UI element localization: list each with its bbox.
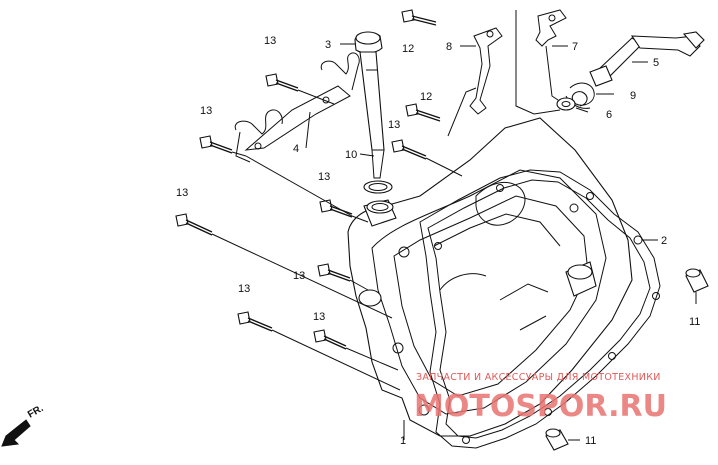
callout-6: 6 <box>606 109 612 121</box>
o-ring <box>363 180 393 194</box>
oil-dipstick <box>354 31 385 179</box>
wire-clamp <box>234 52 360 163</box>
stopper-plate <box>469 27 503 115</box>
front-direction-arrow: FR. <box>1 403 46 447</box>
callout-12-top: 12 <box>402 43 414 55</box>
callout-13-midlow: 13 <box>293 270 305 282</box>
callout-10: 10 <box>345 149 357 161</box>
crankcase-cover <box>347 117 633 437</box>
watermark-tagline: ЗАПЧАСТИ И АКСЕССУАРЫ ДЛЯ МОТОТЕХНИКИ <box>416 372 661 383</box>
callout-8: 8 <box>446 41 452 53</box>
callout-9: 9 <box>630 90 636 102</box>
callout-13-top: 13 <box>264 35 276 47</box>
callout-3: 3 <box>325 39 331 51</box>
callout-5: 5 <box>653 57 659 69</box>
callout-13-mid: 13 <box>318 171 330 183</box>
callout-13-lowleft: 13 <box>238 283 250 295</box>
callout-1: 1 <box>400 435 406 447</box>
watermark: ЗАПЧАСТИ И АКСЕССУАРЫ ДЛЯ МОТОТЕХНИКИ MO… <box>414 372 667 424</box>
callout-labels: 1 2 3 4 5 6 7 8 9 10 11 11 12 12 13 13 1… <box>176 35 700 447</box>
callout-11-right: 11 <box>689 316 700 328</box>
callout-4: 4 <box>293 143 299 155</box>
front-direction-label: FR. <box>26 403 46 421</box>
callout-13-left: 13 <box>200 105 212 117</box>
gasket <box>419 169 661 449</box>
bolt <box>175 9 441 350</box>
callout-11-bottom: 11 <box>585 435 596 447</box>
callout-7: 7 <box>572 41 578 53</box>
callout-13-center: 13 <box>388 119 400 131</box>
shift-lever <box>589 31 705 87</box>
callout-2: 2 <box>661 235 667 247</box>
dowel-pin <box>545 268 709 451</box>
watermark-site: MOTOSPOR.RU <box>414 389 667 424</box>
callout-13-long: 13 <box>176 187 188 199</box>
callout-12-lower: 12 <box>420 91 432 103</box>
spring-collar <box>556 97 576 111</box>
stopper-arm <box>535 9 567 101</box>
callout-13-bottom: 13 <box>313 311 325 323</box>
leader-lines <box>211 43 697 441</box>
bracket-guide <box>515 10 561 115</box>
